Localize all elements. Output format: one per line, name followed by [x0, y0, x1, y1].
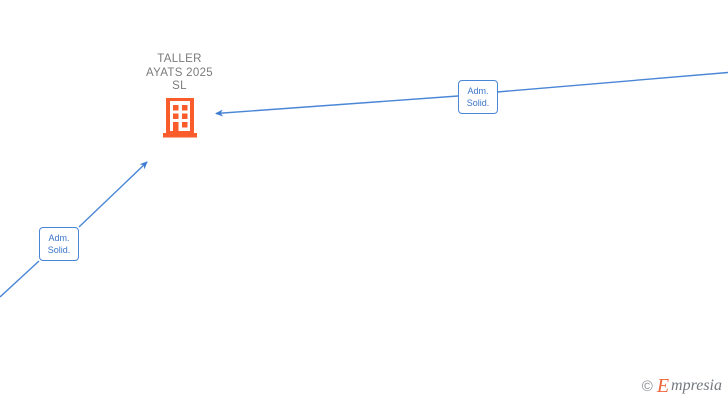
- edge-left-outer-segment: [0, 260, 40, 298]
- brand-name: mpresia: [671, 377, 722, 394]
- relation-label-right-line2: Solid.: [466, 98, 490, 108]
- relation-label-right[interactable]: Adm. Solid.: [458, 80, 498, 114]
- edge-right-outer-segment: [496, 71, 728, 93]
- watermark: © E mpresia: [642, 376, 722, 396]
- edge-left[interactable]: [0, 161, 148, 298]
- copyright-icon: ©: [641, 377, 653, 395]
- edge-right[interactable]: [215, 71, 728, 117]
- edge-left-inner-segment: [78, 161, 148, 228]
- building-icon[interactable]: [160, 97, 200, 140]
- relation-label-right-line1: Adm.: [467, 86, 489, 96]
- company-name-label: TALLER AYATS 2025 SL: [146, 53, 213, 92]
- relation-label-left-line1: Adm.: [48, 233, 70, 243]
- company-node[interactable]: TALLER AYATS 2025 SL: [119, 53, 240, 140]
- brand-initial: E: [656, 375, 670, 397]
- relation-label-left[interactable]: Adm. Solid.: [39, 227, 79, 261]
- edge-right-inner-segment: [215, 95, 459, 117]
- relation-label-left-line2: Solid.: [47, 245, 71, 255]
